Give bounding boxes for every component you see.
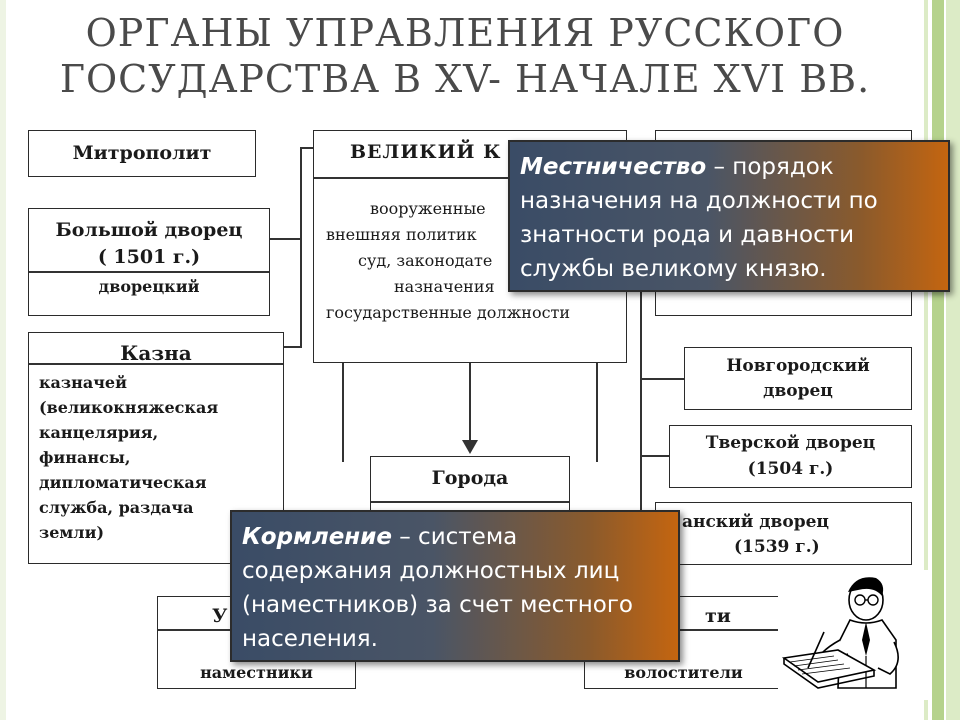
kazna-line: финансы, — [39, 448, 131, 467]
kazna-line: (великокняжеская — [39, 398, 219, 417]
kazna-line: служба, раздача — [39, 498, 194, 517]
ryazan-line-2: (1539 г.) — [734, 537, 820, 557]
divider — [29, 271, 269, 273]
connector-line — [640, 378, 684, 380]
grand-prince-duty: вооруженные — [370, 199, 486, 218]
connector-line — [640, 455, 670, 457]
kormlenie-callout: Кормление – система содержания должностн… — [230, 510, 680, 662]
novgorod-box: Новгородский дворец — [684, 347, 912, 410]
uezdy-official: наместники — [200, 663, 313, 682]
decorative-stripe — [924, 0, 928, 720]
kazna-line: дипломатическая — [39, 473, 207, 492]
kormlenie-term: Кормление — [242, 524, 392, 550]
divider — [314, 177, 626, 179]
connector-line — [342, 362, 344, 462]
connector-line — [596, 362, 598, 462]
grand-prince-duty: суд, законодате — [358, 251, 493, 270]
tver-line-1: Тверской дворец — [705, 433, 876, 453]
mestnichestvo-callout: Местничество – порядок назначения на дол… — [508, 140, 950, 292]
connector-line — [300, 147, 314, 149]
decorative-stripe — [0, 0, 6, 720]
kazna-line: казначей — [39, 373, 127, 392]
mestnichestvo-definition: – порядок назначения на должности по зна… — [520, 154, 878, 282]
bolshoy-dvorets-box: Большой дворец ( 1501 г.) дворецкий — [28, 208, 270, 316]
volosti-official: волостители — [624, 663, 743, 682]
decorative-stripe — [932, 0, 944, 720]
connector-line — [300, 147, 302, 347]
arrow-shaft — [469, 362, 471, 442]
grand-prince-duty: внешняя политик — [326, 225, 477, 244]
title-line-1: ОРГАНЫ УПРАВЛЕНИЯ РУССКОГО — [85, 11, 845, 55]
grand-prince-duty: государственные должности — [326, 303, 571, 322]
tver-line-2: (1504 г.) — [747, 459, 834, 479]
arrow-head-icon — [462, 440, 478, 454]
connector-line — [270, 238, 302, 240]
divider — [585, 629, 782, 631]
goroda-box: Города — [370, 456, 570, 516]
page-title: ОРГАНЫ УПРАВЛЕНИЯ РУССКОГО ГОСУДАРСТВА В… — [20, 10, 910, 102]
divider — [371, 501, 569, 503]
divider — [29, 363, 283, 365]
uezdy-title: У — [212, 605, 228, 627]
ryazan-box: анский дворец (1539 г.) — [655, 502, 912, 565]
grand-prince-title: ВЕЛИКИЙ К — [350, 141, 502, 163]
decorative-stripe — [946, 0, 960, 720]
kormlenie-definition: – система содержания должностных лиц (на… — [242, 524, 633, 652]
kazna-line: канцелярия, — [39, 423, 159, 442]
volosti-title: ти — [705, 605, 731, 627]
metropolitan-label: Митрополит — [72, 142, 212, 164]
ryazan-line-1: анский дворец — [682, 512, 829, 532]
bolshoy-dvorets-official: дворецкий — [98, 277, 200, 296]
grand-prince-duty: назначения — [394, 277, 495, 296]
connector-line — [284, 346, 302, 348]
title-line-2: ГОСУДАРСТВА В XV- НАЧАЛЕ XVI ВВ. — [59, 57, 871, 101]
connector-line — [640, 147, 642, 515]
novgorod-line-2: дворец — [763, 381, 833, 401]
metropolitan-box: Митрополит — [28, 130, 256, 177]
tver-box: Тверской дворец (1504 г.) — [669, 425, 912, 488]
goroda-title: Города — [431, 467, 509, 489]
mestnichestvo-term: Местничество — [520, 154, 707, 180]
scholar-writing-illustration — [778, 570, 928, 700]
kazna-title: Казна — [120, 341, 192, 365]
kazna-line: земли) — [39, 523, 105, 542]
bolshoy-dvorets-title-1: Большой дворец — [55, 219, 243, 241]
novgorod-line-1: Новгородский — [726, 356, 870, 376]
bolshoy-dvorets-title-2: ( 1501 г.) — [97, 246, 201, 268]
